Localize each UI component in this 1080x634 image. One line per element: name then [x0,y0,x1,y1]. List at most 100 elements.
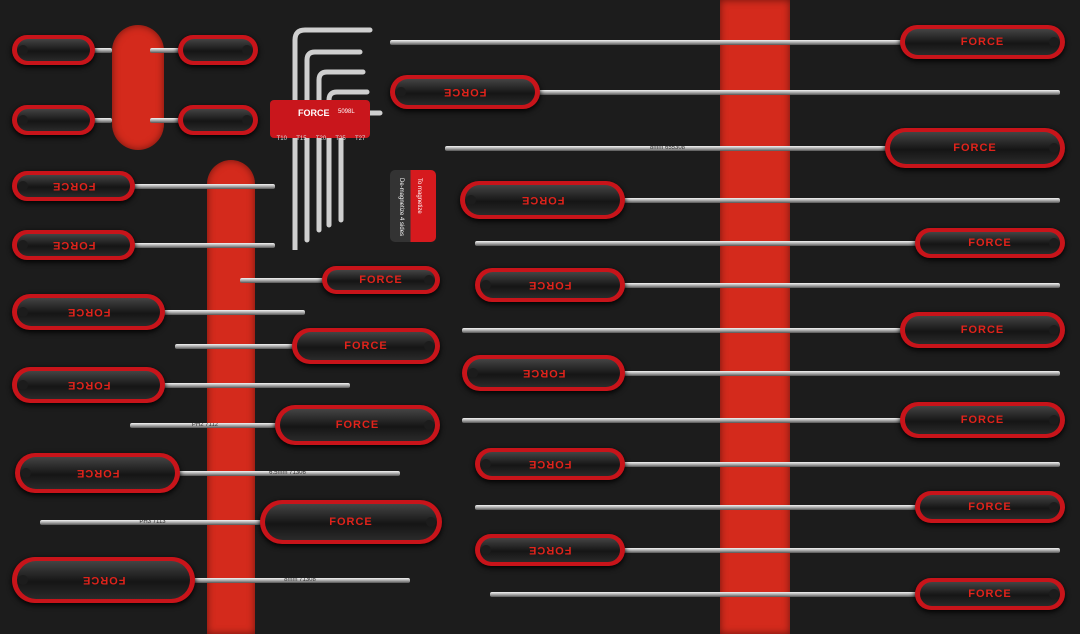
screwdriver-handle[interactable]: FORCE [900,25,1065,59]
screwdriver-shaft [490,592,920,597]
screwdriver-handle[interactable]: FORCE [915,228,1065,258]
hang-hole-icon [18,181,28,191]
handle-grip: FORCE [920,495,1060,519]
screwdriver-handle[interactable]: FORCE [322,266,440,294]
screwdriver-handle[interactable]: FORCE [475,534,625,566]
brand-logo: FORCE [344,340,388,352]
magnetizer-label: De-magnetize 4 sides [398,178,404,237]
screwdriver-handle[interactable]: FORCE [15,453,180,493]
magnetizer-block[interactable]: De-magnetize 4 sides To magnetize [390,170,436,242]
screwdriver-shaft: 8mm 71308 [190,578,410,583]
magnetizer-label: To magnetize [416,178,422,214]
brand-logo: FORCE [968,588,1012,600]
brand-logo: FORCE [329,516,373,528]
handle-grip: FORCE [920,232,1060,254]
brand-logo: FORCE [528,279,572,291]
screwdriver-handle[interactable]: FORCE [915,578,1065,610]
handle-grip: FORCE [905,406,1060,434]
size-label: T10 [276,136,287,142]
hang-hole-icon [481,280,491,290]
screwdriver-handle[interactable]: FORCE [292,328,440,364]
screwdriver-shaft [475,241,920,246]
screwdriver-handle[interactable]: FORCE [390,75,540,109]
hang-hole-icon [466,195,476,205]
screwdriver-handle[interactable] [12,35,95,65]
handle-grip: FORCE [327,270,435,290]
handle-grip: FORCE [480,272,620,298]
brand-logo: FORCE [960,324,1005,336]
screwdriver-shaft [475,505,920,510]
screwdriver-handle[interactable] [12,105,95,135]
screwdriver-handle[interactable]: FORCE [475,448,625,480]
screwdriver-shaft [390,40,905,45]
handle-grip: FORCE [17,298,160,326]
handle-grip: FORCE [17,234,130,256]
hang-hole-icon [1049,238,1059,248]
screwdriver-handle[interactable]: FORCE [900,312,1065,348]
screwdriver-shaft [462,418,905,423]
hang-hole-icon [1049,589,1059,599]
screwdriver-handle[interactable]: FORCE [260,500,442,544]
brand-logo: FORCE [335,419,380,431]
screwdriver-handle[interactable]: FORCE [900,402,1065,438]
size-label: T25 [335,136,346,142]
handle-grip [183,39,253,61]
hang-hole-icon [468,368,478,378]
hang-hole-icon [1049,502,1059,512]
handle-grip: FORCE [920,582,1060,606]
foam-slot-center [720,0,790,634]
handle-grip: FORCE [905,29,1060,55]
hex-key-holder: FORCE 5098L [270,100,370,138]
screwdriver-handle[interactable]: FORCE [885,128,1065,168]
size-label: T20 [315,136,327,142]
screwdriver-handle[interactable]: FORCE [12,230,135,260]
screwdriver-handle[interactable]: FORCE [460,181,625,219]
screwdriver-shaft [620,283,1060,288]
hang-hole-icon [424,275,434,285]
screwdriver-handle[interactable]: FORCE [462,355,625,391]
screwdriver-handle[interactable]: FORCE [12,367,165,403]
brand-logo: FORCE [443,86,487,98]
hang-hole-icon [1049,37,1059,47]
brand-logo: FORCE [81,574,126,586]
hang-hole-icon [481,545,491,555]
hang-hole-icon [18,115,28,125]
screwdriver-handle[interactable] [178,35,258,65]
handle-grip: FORCE [280,409,435,441]
size-label: T27 [355,136,366,142]
handle-grip: FORCE [480,538,620,562]
screwdriver-handle[interactable]: FORCE [915,491,1065,523]
screwdriver-handle[interactable]: FORCE [475,268,625,302]
brand-logo: FORCE [528,544,572,556]
screwdriver-handle[interactable]: FORCE [12,557,195,603]
hang-hole-icon [1049,325,1059,335]
shaft-marking: 6.5mm 71306 [269,471,306,476]
hex-key-sizes: T10 T15 T20 T25 T27 [272,136,370,142]
brand-logo: FORCE [953,142,997,154]
screwdriver-handle[interactable]: FORCE [12,171,135,201]
screwdriver-shaft [90,118,112,123]
screwdriver-shaft [620,462,1060,467]
screwdriver-handle[interactable]: FORCE [12,294,165,330]
screwdriver-handle[interactable] [178,105,258,135]
hang-hole-icon [396,87,406,97]
screwdriver-shaft [160,383,350,388]
hang-hole-icon [242,115,252,125]
handle-grip: FORCE [17,561,190,599]
hang-hole-icon [1049,143,1059,153]
screwdriver-shaft [175,344,297,349]
screwdriver-handle[interactable]: FORCE [275,405,440,445]
handle-grip: FORCE [905,316,1060,344]
handle-grip: FORCE [265,504,437,540]
hang-hole-icon [426,517,436,527]
screwdriver-shaft [130,184,275,189]
foam-slot-left [207,160,255,634]
brand-logo: FORCE [960,36,1005,48]
screwdriver-shaft [462,328,905,333]
screwdriver-shaft [620,198,1060,203]
brand-logo: FORCE [528,458,572,470]
screwdriver-shaft [620,371,1060,376]
hang-hole-icon [18,307,28,317]
brand-logo: FORCE [521,367,566,379]
brand-logo: FORCE [51,180,96,192]
